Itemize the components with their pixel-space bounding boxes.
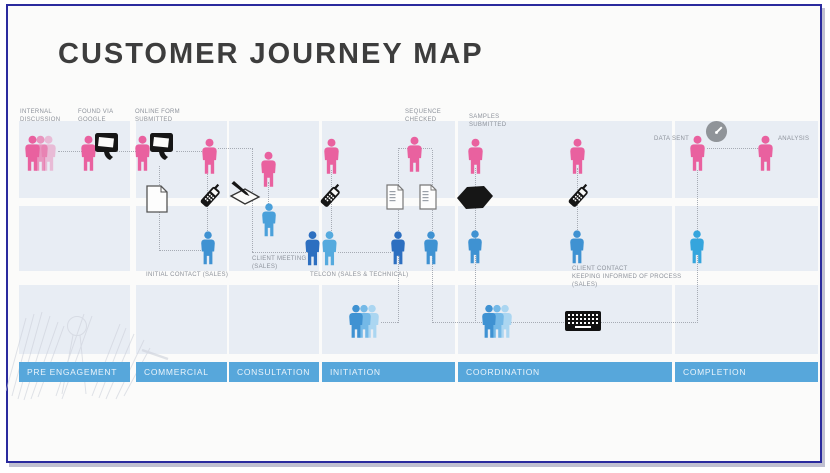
label-samples-submitted: SAMPLES SUBMITTED — [469, 114, 507, 128]
connector-line — [381, 322, 398, 323]
person-icon — [321, 231, 338, 269]
stage-bar-consultation: CONSULTATION — [229, 362, 319, 382]
connector-line — [218, 148, 253, 149]
customer-icon-client-contact — [569, 136, 586, 180]
label-client-contact-line2: KEEPING INFORMED OF PROCESS — [572, 273, 682, 280]
clock-check-icon — [705, 120, 728, 143]
person-icon — [348, 304, 364, 342]
grid-panel — [458, 206, 672, 271]
grid-panel — [229, 121, 319, 198]
customer-icon-sequence-checked — [406, 134, 423, 178]
label-telcon-sales-technical: TELCON (SALES & TECHNICAL) — [310, 272, 409, 278]
staff-icon-client-meeting — [261, 203, 277, 240]
person-icon — [304, 231, 321, 269]
label-data-sent: DATA SENT — [654, 136, 690, 142]
label-client-contact-line3: (SALES) — [572, 281, 598, 288]
staff-icon-client-contact — [569, 230, 585, 267]
page-title: CUSTOMER JOURNEY MAP — [58, 38, 484, 70]
phone-icon — [197, 182, 223, 210]
document-list-icon — [386, 184, 404, 210]
label-client-contact-line1: CLIENT CONTACT — [572, 266, 628, 272]
stage-bar-pre-engagement: PRE ENGAGEMENT — [19, 362, 130, 382]
computer-monitor-icon — [149, 131, 175, 163]
grid-panel — [136, 285, 227, 354]
grid-panel — [322, 285, 455, 354]
connector-line — [58, 151, 82, 152]
stage-bar-initiation: INITIATION — [322, 362, 455, 382]
customer-icon-telcon — [323, 136, 340, 180]
stage-bar-coordination: COORDINATION — [458, 362, 672, 382]
connector-line — [160, 250, 203, 251]
customer-icon-samples-submitted — [467, 136, 484, 180]
phone-icon — [565, 182, 591, 210]
connector-line — [116, 151, 138, 152]
customer-icon-analysis — [757, 133, 774, 177]
label-analysis: ANALYSIS — [778, 136, 810, 142]
people-group-icon-internal-discussion — [24, 133, 58, 177]
label-client-meeting-sales: CLIENT MEETING (SALES) — [252, 256, 307, 270]
connector-line — [707, 148, 758, 149]
label-found-via-google: FOUND VIA GOOGLE — [78, 109, 114, 123]
staff-group-icon-initiation — [348, 304, 382, 342]
staff-icon-samples — [467, 230, 483, 267]
keyboard-icon — [565, 311, 601, 331]
staff-pair-icon-telcon — [304, 231, 338, 269]
connector-line — [176, 151, 204, 152]
signing-icon — [228, 180, 262, 206]
staff-icon-sequence-2 — [423, 231, 439, 268]
customer-icon-data-sent — [689, 133, 706, 177]
computer-monitor-icon — [94, 131, 120, 163]
document-icon — [146, 185, 168, 213]
connector-line — [338, 252, 391, 253]
label-sequence-checked: SEQUENCE CHECKED — [405, 109, 442, 123]
grid-panel — [229, 285, 319, 354]
staff-group-icon-coordination — [481, 304, 515, 342]
document-list-icon — [419, 184, 437, 210]
customer-icon-client-meeting — [260, 149, 277, 193]
label-client-contact: CLIENT CONTACT KEEPING INFORMED OF PROCE… — [572, 266, 692, 289]
grid-panel — [675, 285, 818, 354]
stage-bar-completion: COMPLETION — [675, 362, 818, 382]
label-internal-discussion: INTERNAL DISCUSSION — [20, 109, 61, 123]
connector-line — [252, 252, 308, 253]
staff-icon-completion — [689, 230, 705, 267]
grid-panel — [19, 206, 130, 271]
label-initial-contact-sales: INITIAL CONTACT (SALES) — [146, 272, 229, 278]
phone-icon — [317, 182, 343, 210]
grid-panel — [458, 121, 672, 198]
sample-box-icon — [457, 186, 493, 209]
staff-icon-sequence-1 — [390, 231, 406, 268]
staff-icon-initial-contact — [200, 231, 216, 268]
person-icon — [481, 304, 497, 342]
person-icon — [24, 133, 41, 177]
sketch-doodle — [5, 311, 169, 401]
label-online-form-submitted: ONLINE FORM SUBMITTED — [135, 109, 180, 123]
connector-line — [268, 182, 269, 204]
stage-bar-commercial: COMMERCIAL — [136, 362, 227, 382]
customer-icon-consultation — [201, 136, 218, 180]
